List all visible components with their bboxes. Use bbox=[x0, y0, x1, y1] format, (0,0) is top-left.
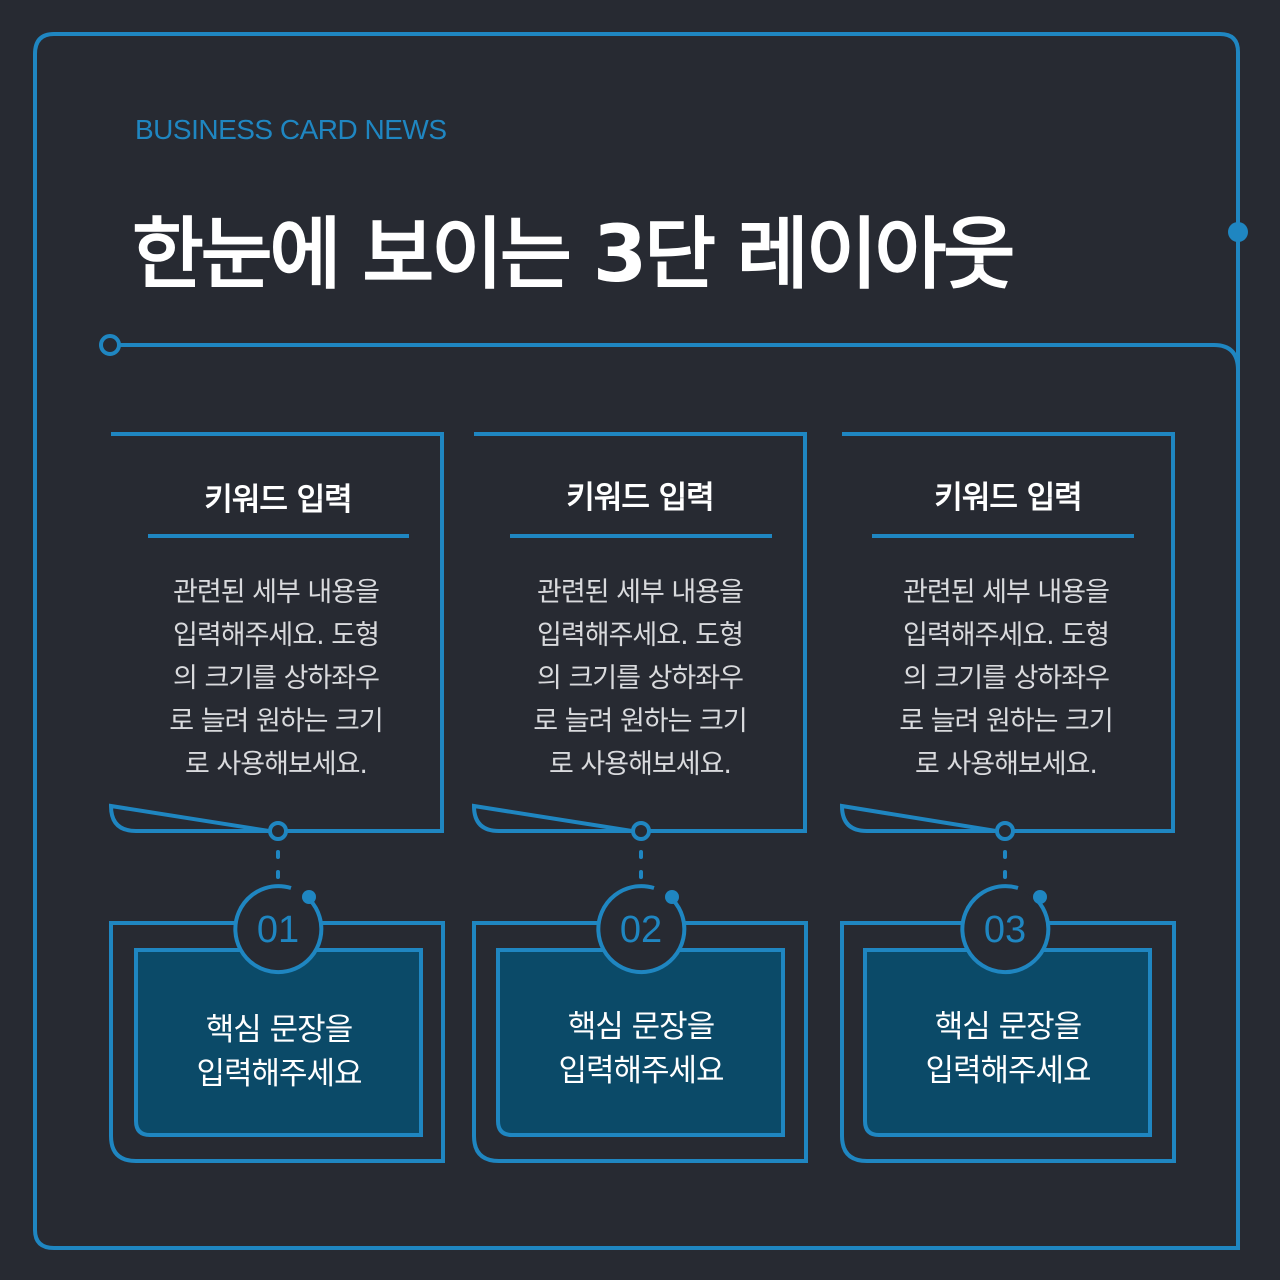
key-sentence: 핵심 문장을 입력해주세요 bbox=[196, 1012, 362, 1092]
page-title: 한눈에 보이는 3단 레이아웃 bbox=[132, 210, 1015, 300]
key-sentence: 핵심 문장을 입력해주세요 bbox=[558, 1009, 724, 1089]
dot-icon bbox=[1228, 222, 1248, 242]
card-body: 관련된 세부 내용을 입력해주세요. 도형 의 크기를 상하좌우 로 늘려 원하… bbox=[899, 577, 1113, 780]
step-number: 03 bbox=[983, 909, 1027, 951]
eyebrow-label: BUSINESS CARD NEWS bbox=[135, 114, 447, 145]
card-title: 키워드 입력 bbox=[204, 482, 352, 518]
step-number: 02 bbox=[619, 909, 663, 951]
card-title: 키워드 입력 bbox=[934, 480, 1082, 516]
step-number: 01 bbox=[256, 909, 300, 951]
key-sentence: 핵심 문장을 입력해주세요 bbox=[925, 1009, 1091, 1089]
card-title: 키워드 입력 bbox=[566, 480, 714, 516]
card-body: 관련된 세부 내용을 입력해주세요. 도형 의 크기를 상하좌우 로 늘려 원하… bbox=[533, 577, 747, 780]
card-body: 관련된 세부 내용을 입력해주세요. 도형 의 크기를 상하좌우 로 늘려 원하… bbox=[169, 577, 383, 780]
